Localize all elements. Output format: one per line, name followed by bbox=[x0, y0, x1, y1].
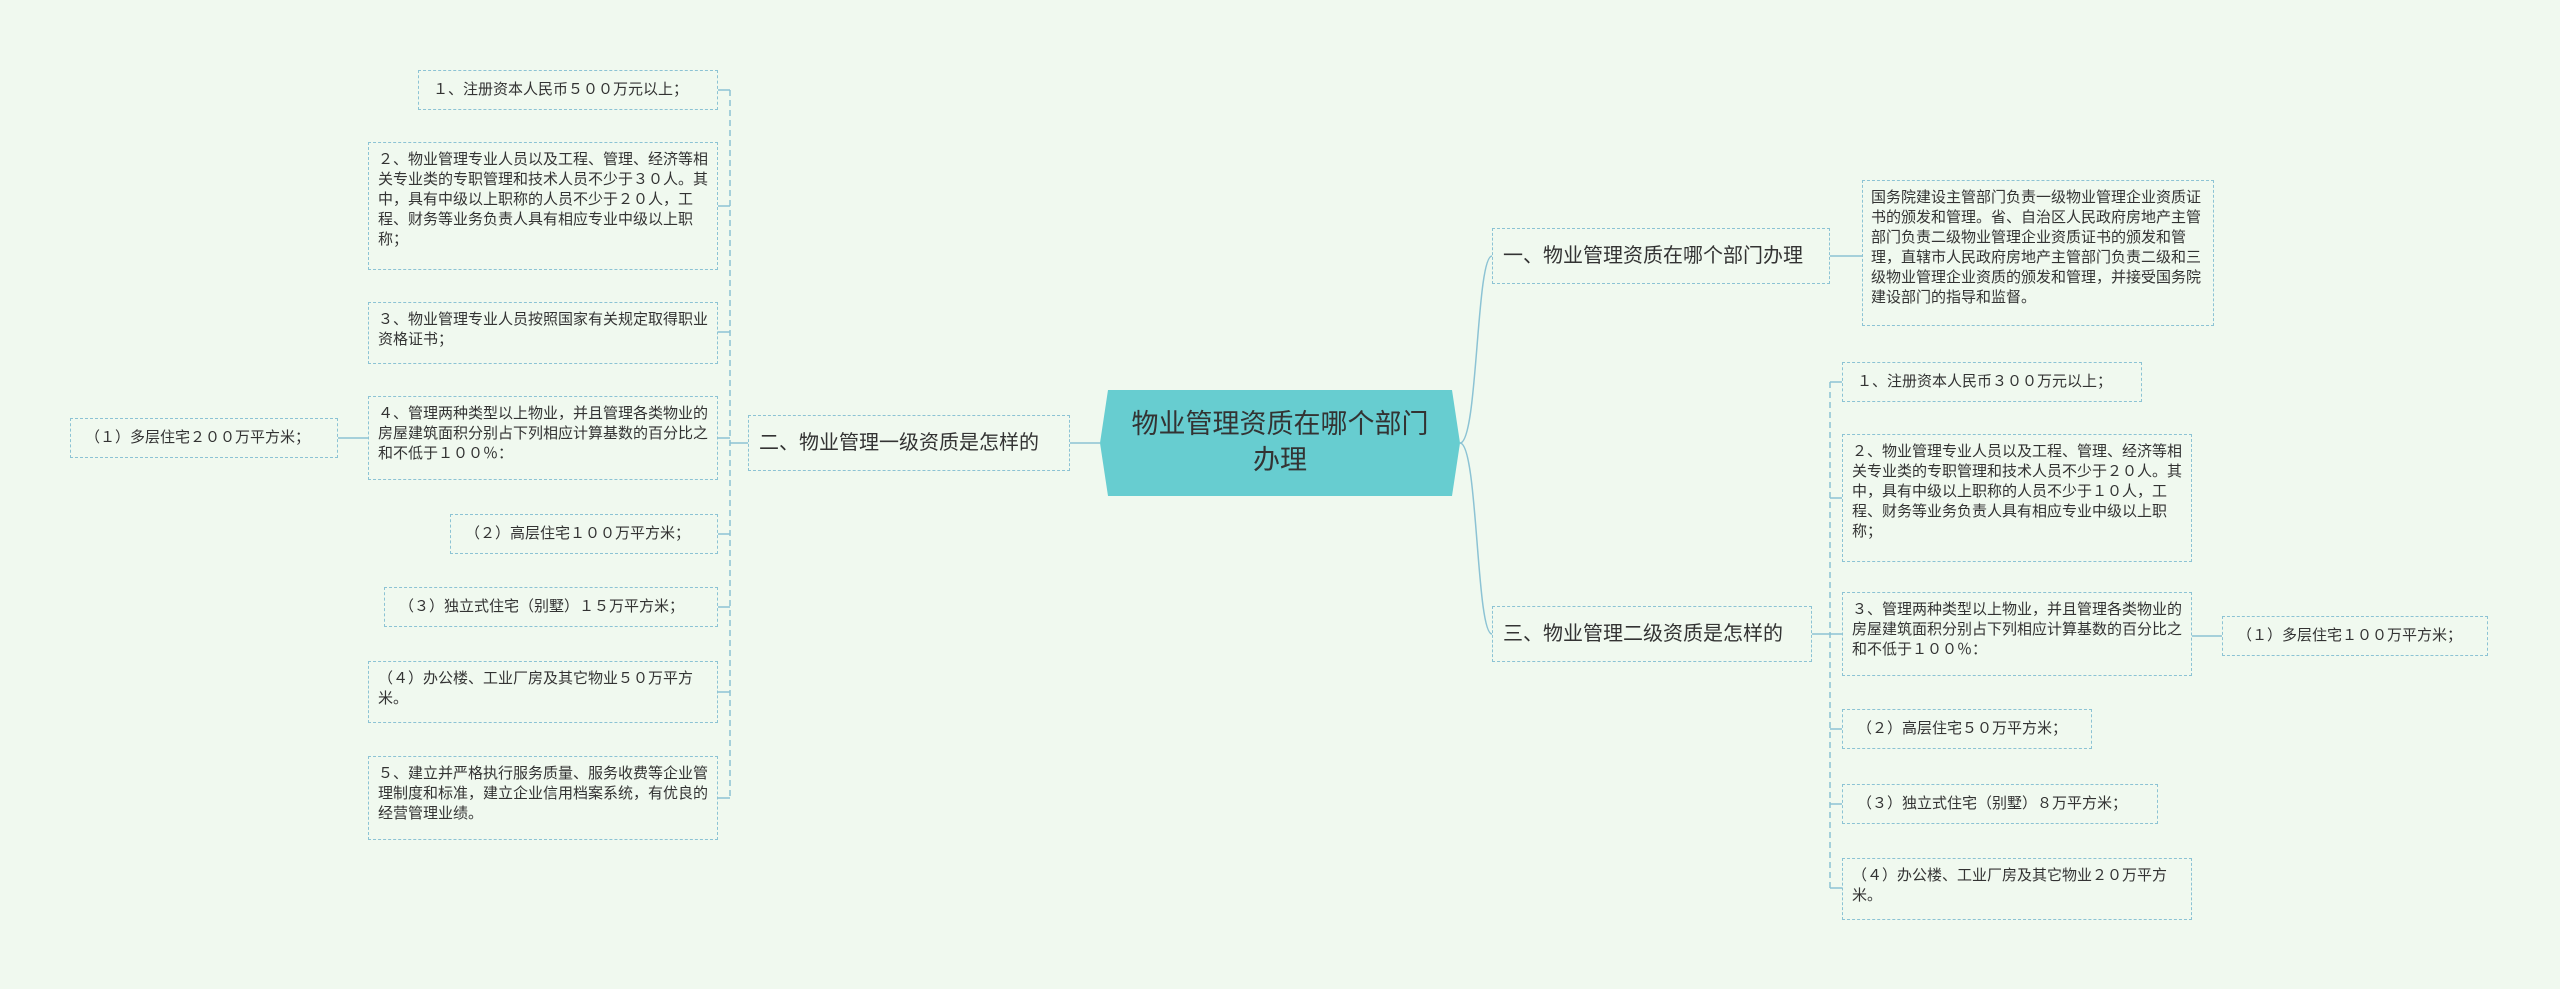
item-text: ４、管理两种类型以上物业，并且管理各类物业的房屋建筑面积分别占下列相应计算基数的… bbox=[378, 404, 709, 462]
item-text: ２、物业管理专业人员以及工程、管理、经济等相关专业类的专职管理和技术人员不少于３… bbox=[378, 150, 709, 248]
level-one-item-4-sub-1[interactable]: （１）多层住宅２００万平方米； bbox=[70, 418, 338, 458]
level-one-item-6[interactable]: （３）独立式住宅（别墅）１５万平方米； bbox=[384, 587, 718, 627]
item-text: １、注册资本人民币５００万元以上； bbox=[433, 80, 689, 98]
level-two-item-3[interactable]: ３、管理两种类型以上物业，并且管理各类物业的房屋建筑面积分别占下列相应计算基数的… bbox=[1842, 592, 2192, 676]
branch-level-two-qualification[interactable]: 三、物业管理二级资质是怎样的 bbox=[1492, 606, 1812, 662]
item-text: １、注册资本人民币３００万元以上； bbox=[1857, 372, 2113, 390]
level-one-item-8[interactable]: ５、建立并严格执行服务质量、服务收费等企业管理制度和标准，建立企业信用档案系统，… bbox=[368, 756, 718, 840]
level-two-item-5[interactable]: （３）独立式住宅（别墅）８万平方米； bbox=[1842, 784, 2158, 824]
level-two-item-2[interactable]: ２、物业管理专业人员以及工程、管理、经济等相关专业类的专职管理和技术人员不少于２… bbox=[1842, 434, 2192, 562]
root-shape bbox=[1100, 390, 1460, 496]
level-two-item-4[interactable]: （２）高层住宅５０万平方米； bbox=[1842, 709, 2092, 749]
item-text: ２、物业管理专业人员以及工程、管理、经济等相关专业类的专职管理和技术人员不少于２… bbox=[1852, 442, 2183, 540]
root-label: 物业管理资质在哪个部门办理 bbox=[1131, 409, 1429, 476]
level-one-item-5[interactable]: （２）高层住宅１００万平方米； bbox=[450, 514, 718, 554]
branch-label: 一、物业管理资质在哪个部门办理 bbox=[1503, 243, 1803, 267]
level-one-item-2[interactable]: ２、物业管理专业人员以及工程、管理、经济等相关专业类的专职管理和技术人员不少于３… bbox=[368, 142, 718, 270]
item-text: （４）办公楼、工业厂房及其它物业５０万平方米。 bbox=[378, 669, 694, 707]
item-text: ３、管理两种类型以上物业，并且管理各类物业的房屋建筑面积分别占下列相应计算基数的… bbox=[1852, 600, 2183, 658]
branch-label: 三、物业管理二级资质是怎样的 bbox=[1503, 621, 1783, 645]
item-text: （４）办公楼、工业厂房及其它物业２０万平方米。 bbox=[1852, 866, 2168, 904]
item-text: （３）独立式住宅（别墅）８万平方米； bbox=[1857, 794, 2128, 812]
detail-department-responsibility[interactable]: 国务院建设主管部门负责一级物业管理企业资质证书的颁发和管理。省、自治区人民政府房… bbox=[1862, 180, 2214, 326]
detail-text: 国务院建设主管部门负责一级物业管理企业资质证书的颁发和管理。省、自治区人民政府房… bbox=[1871, 188, 2202, 306]
level-one-item-1[interactable]: １、注册资本人民币５００万元以上； bbox=[418, 70, 718, 110]
item-text: ３、物业管理专业人员按照国家有关规定取得职业资格证书； bbox=[378, 310, 709, 348]
level-two-item-6[interactable]: （４）办公楼、工业厂房及其它物业２０万平方米。 bbox=[1842, 858, 2192, 920]
branch-level-one-qualification[interactable]: 二、物业管理一级资质是怎样的 bbox=[748, 415, 1070, 471]
branch-label: 二、物业管理一级资质是怎样的 bbox=[759, 430, 1039, 454]
level-one-item-4[interactable]: ４、管理两种类型以上物业，并且管理各类物业的房屋建筑面积分别占下列相应计算基数的… bbox=[368, 396, 718, 480]
level-one-item-7[interactable]: （４）办公楼、工业厂房及其它物业５０万平方米。 bbox=[368, 661, 718, 723]
root-topic[interactable]: 物业管理资质在哪个部门办理 bbox=[1100, 390, 1460, 496]
item-text: （３）独立式住宅（别墅）１５万平方米； bbox=[399, 597, 685, 615]
level-two-item-1[interactable]: １、注册资本人民币３００万元以上； bbox=[1842, 362, 2142, 402]
item-text: （１）多层住宅１００万平方米； bbox=[2237, 626, 2463, 644]
item-text: ５、建立并严格执行服务质量、服务收费等企业管理制度和标准，建立企业信用档案系统，… bbox=[378, 764, 709, 822]
item-text: （１）多层住宅２００万平方米； bbox=[85, 428, 311, 446]
level-one-item-3[interactable]: ３、物业管理专业人员按照国家有关规定取得职业资格证书； bbox=[368, 302, 718, 364]
item-text: （２）高层住宅５０万平方米； bbox=[1857, 719, 2068, 737]
branch-qualification-department[interactable]: 一、物业管理资质在哪个部门办理 bbox=[1492, 228, 1830, 284]
item-text: （２）高层住宅１００万平方米； bbox=[465, 524, 691, 542]
level-two-item-3-sub-1[interactable]: （１）多层住宅１００万平方米； bbox=[2222, 616, 2488, 656]
